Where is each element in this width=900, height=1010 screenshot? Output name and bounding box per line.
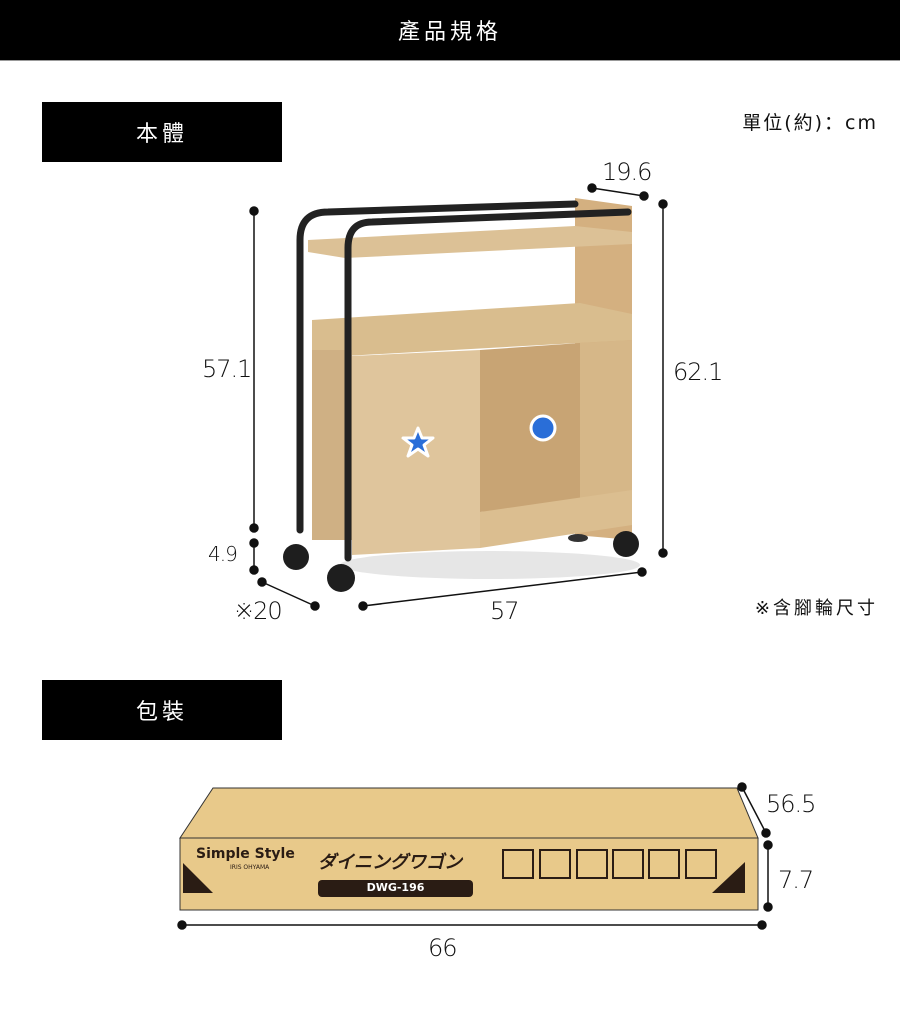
star-marker-icon (401, 426, 435, 458)
unit-label: 單位(約)：cm (742, 112, 878, 134)
box-model: DWG-196 (366, 881, 425, 894)
page-title: 產品規格 (397, 20, 502, 45)
package-box-illustration (179, 787, 759, 911)
section-label-package: 包裝 (42, 680, 282, 740)
cart-illustration (283, 198, 640, 592)
box-product-name: ダイニングワゴン (318, 852, 462, 873)
pkg-dim-height: 7.7 (778, 866, 814, 894)
dim-width: 57 (490, 597, 520, 625)
dim-caster-depth: ※20 (234, 597, 283, 625)
section-label-body: 本體 (42, 102, 282, 162)
page-header: 產品規格 (0, 0, 900, 61)
pkg-dim-depth: 56.5 (766, 790, 816, 818)
dim-caster-height: 4.9 (208, 542, 238, 566)
pkg-dim-width: 66 (428, 934, 458, 962)
caster-note: ※含腳輪尺寸 (754, 598, 878, 619)
circle-marker-icon (529, 414, 557, 442)
box-maker: IRIS OHYAMA (230, 864, 270, 871)
dim-depth: 19.6 (602, 158, 652, 186)
dim-height-left: 57.1 (202, 355, 252, 383)
box-brand: Simple Style (196, 846, 295, 862)
dim-height-right: 62.1 (673, 358, 723, 386)
